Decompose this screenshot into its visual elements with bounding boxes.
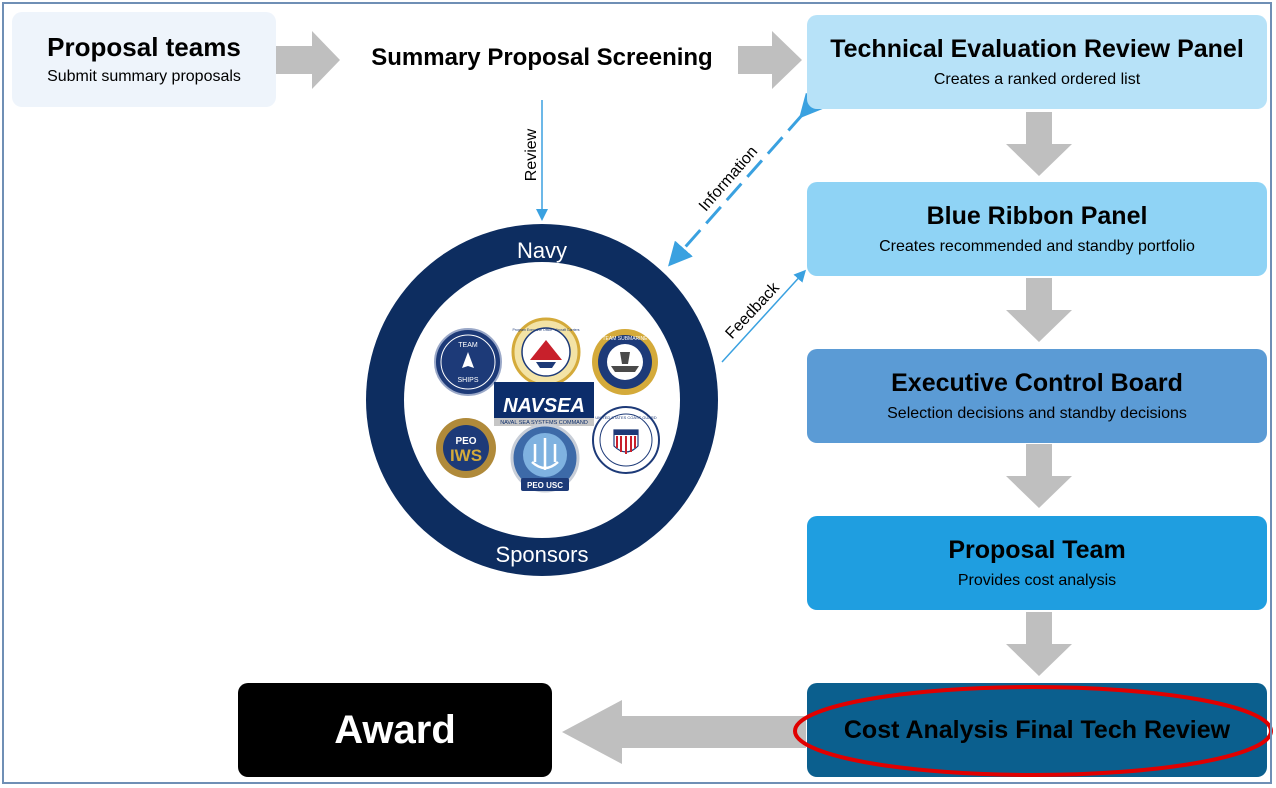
ecb-title: Executive Control Board	[891, 368, 1183, 397]
proposal-team-box: Proposal Team Provides cost analysis	[807, 516, 1267, 610]
terp-subtitle: Creates a ranked ordered list	[933, 70, 1141, 88]
proposal-teams-subtitle: Submit summary proposals	[47, 67, 241, 85]
arrow-ecb-to-proposal-team	[1006, 444, 1072, 508]
svg-text:NAVSEA: NAVSEA	[503, 395, 585, 417]
svg-text:NAVAL SEA SYSTEMS COMMAND: NAVAL SEA SYSTEMS COMMAND	[500, 420, 588, 426]
ecb-box: Executive Control Board Selection decisi…	[807, 349, 1267, 443]
sponsors-ring: Navy Sponsors TEAM SHIPS Program Executi…	[366, 224, 718, 576]
peo-usc-logo: PEO USC	[510, 423, 580, 493]
coast-guard-logo: UNITED STATES COAST GUARD	[592, 406, 660, 474]
summary-screening-title: Summary Proposal Screening	[371, 43, 713, 71]
arrow-brp-to-ecb	[1006, 278, 1072, 342]
team-submarine-logo: TEAM SUBMARINE	[592, 329, 658, 395]
arrow-terp-to-brp	[1006, 112, 1072, 176]
cost-analysis-title: Cost Analysis Final Tech Review	[843, 716, 1231, 744]
arrow-proposal-team-to-cost	[1006, 612, 1072, 676]
arrow-cost-to-award	[562, 700, 806, 764]
ecb-subtitle: Selection decisions and standby decision…	[887, 404, 1187, 422]
sponsors-label: Sponsors	[496, 542, 589, 567]
svg-text:PEO: PEO	[455, 436, 476, 447]
svg-text:UNITED STATES COAST GUARD: UNITED STATES COAST GUARD	[595, 415, 656, 420]
brp-subtitle: Creates recommended and standby portfoli…	[879, 237, 1195, 255]
arrow-teams-to-screening	[276, 31, 340, 89]
award-box: Award	[238, 683, 552, 777]
proposal-teams-box: Proposal teams Submit summary proposals	[12, 12, 276, 107]
svg-text:SHIPS: SHIPS	[457, 377, 478, 384]
review-label: Review	[523, 128, 540, 181]
peo-aircraft-carriers-logo: Program Executive Office · Aircraft Carr…	[511, 317, 581, 387]
brp-box: Blue Ribbon Panel Creates recommended an…	[807, 182, 1267, 276]
information-connector	[668, 92, 824, 267]
cost-analysis-box: Cost Analysis Final Tech Review	[807, 683, 1267, 777]
brp-title: Blue Ribbon Panel	[926, 201, 1148, 230]
peo-iws-logo: PEO IWS	[436, 418, 496, 478]
navsea-logo: NAVSEA NAVAL SEA SYSTEMS COMMAND	[494, 382, 594, 426]
proposal-team-title: Proposal Team	[948, 535, 1126, 564]
proposal-teams-title: Proposal teams	[47, 31, 241, 62]
feedback-connector	[721, 269, 807, 363]
terp-title: Technical Evaluation Review Panel	[830, 34, 1244, 63]
information-label: Information	[696, 143, 761, 215]
svg-text:IWS: IWS	[450, 446, 482, 465]
proposal-team-subtitle: Provides cost analysis	[957, 571, 1117, 589]
terp-box: Technical Evaluation Review Panel Create…	[807, 15, 1267, 109]
summary-screening-box: Summary Proposal Screening	[344, 30, 740, 86]
team-ships-logo: TEAM SHIPS	[434, 328, 502, 396]
svg-text:TEAM: TEAM	[458, 342, 478, 349]
svg-text:Program Executive Office · Air: Program Executive Office · Aircraft Carr…	[512, 328, 579, 332]
navy-label: Navy	[517, 238, 567, 263]
svg-text:PEO USC: PEO USC	[527, 481, 563, 490]
arrow-screening-to-terp	[738, 31, 802, 89]
award-title: Award	[334, 708, 456, 752]
feedback-label: Feedback	[723, 279, 784, 343]
svg-text:TEAM SUBMARINE: TEAM SUBMARINE	[602, 336, 648, 342]
